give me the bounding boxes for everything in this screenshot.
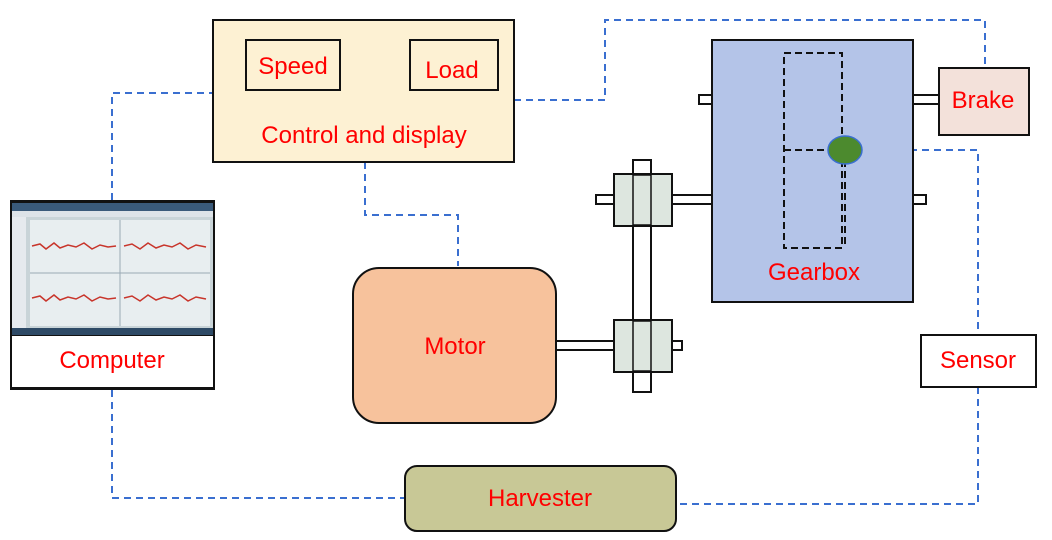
brake-box: Brake [938,67,1030,136]
brake-label: Brake [952,87,1015,114]
upper-bearing [613,173,673,227]
harvester-label: Harvester [488,485,592,512]
computer-label: Computer [59,347,164,374]
upper-bearing-shaft-pass [632,174,652,226]
sensor-harvester-link [676,387,979,505]
speed-label: Speed [258,53,327,80]
sensor-label: Sensor [940,347,1016,374]
speed-display [245,39,341,91]
load-display [409,39,499,91]
lower-bearing-shaft-pass [632,320,652,372]
control-brake-link [514,19,986,101]
brake-shaft [912,94,940,105]
load-label: Load [425,57,478,84]
gearbox-left-stub [698,94,713,105]
control-motor-link [364,162,459,266]
computer-harvester-link [111,390,405,499]
gearbox-right-stub [912,194,927,205]
sensor-box: Sensor [920,334,1037,388]
control-display-box: Speed Load Control and display [212,19,515,163]
gear-icon [827,135,863,165]
monitor-screenshot-icon [12,203,213,335]
motor-label: Motor [424,333,485,360]
computer-control-link [111,92,213,200]
computer-box: Computer [10,200,215,390]
computer-label-panel [12,336,213,387]
motor-box: Motor [352,267,557,424]
lower-bearing [613,319,673,373]
gearbox-label: Gearbox [768,259,860,286]
harvester-box: Harvester [404,465,677,532]
gearbox-box: Gearbox [711,39,914,303]
control-display-label: Control and display [261,122,466,149]
